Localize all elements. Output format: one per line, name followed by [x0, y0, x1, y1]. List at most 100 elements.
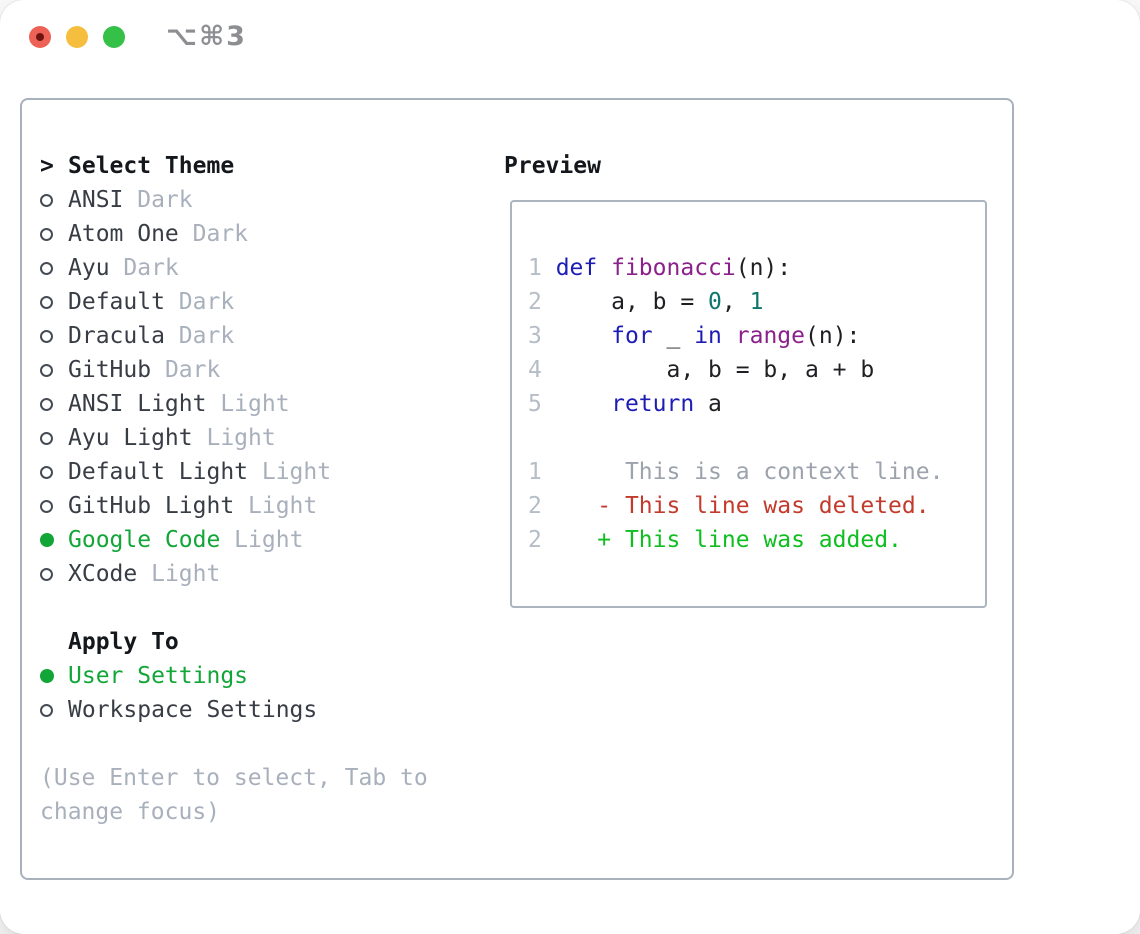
radio-icon [40, 363, 68, 377]
theme-variant-tag: Light [220, 527, 304, 553]
diff-indent [542, 493, 597, 519]
theme-name: Default [68, 289, 165, 315]
unsaved-indicator-dot [36, 33, 44, 41]
line-number: 2 [528, 289, 556, 315]
close-button[interactable] [29, 26, 51, 48]
line-number: 4 [528, 357, 556, 383]
code-token: a [694, 391, 722, 417]
apply-option-label: Workspace Settings [68, 697, 318, 723]
line-number: 2 [528, 527, 542, 553]
diff-line-added: 2 + This line was added. [528, 523, 985, 557]
theme-item-google-code[interactable]: Google Code Light [40, 523, 428, 557]
code-token [597, 255, 611, 281]
code-token: a, b = [555, 289, 709, 315]
radio-icon [40, 499, 68, 513]
code-token: (n): [805, 323, 861, 349]
code-token [556, 323, 611, 349]
code-token: _ [652, 323, 695, 349]
zoom-button[interactable] [103, 26, 125, 48]
theme-item-dracula[interactable]: Dracula Dark [40, 319, 428, 353]
theme-name: ANSI Light [68, 391, 207, 417]
theme-item-ayu[interactable]: Ayu Dark [40, 251, 428, 285]
apply-to-heading: Apply To [68, 629, 179, 655]
code-line: 3 for _ in range(n): [528, 319, 985, 353]
theme-item-ayu-light[interactable]: Ayu Light Light [40, 421, 428, 455]
theme-item-atom-one[interactable]: Atom One Dark [40, 217, 428, 251]
line-number: 3 [528, 323, 556, 349]
theme-item-ansi-light[interactable]: ANSI Light Light [40, 387, 428, 421]
theme-name: GitHub Light [68, 493, 235, 519]
minimize-button[interactable] [66, 26, 88, 48]
theme-item-ansi[interactable]: ANSI Dark [40, 183, 428, 217]
spacer-row [40, 727, 428, 761]
code-token: return [611, 391, 695, 417]
radio-icon [40, 261, 68, 275]
theme-variant-tag: Dark [178, 221, 249, 247]
radio-icon [40, 397, 68, 411]
line-number: 2 [528, 493, 542, 519]
theme-variant-tag: Dark [164, 289, 235, 315]
spacer-row [40, 591, 428, 625]
radio-selected-icon [40, 533, 68, 547]
diff-line-deleted: 2 - This line was deleted. [528, 489, 985, 523]
theme-variant-tag: Dark [151, 357, 221, 383]
code-token: 0 [708, 289, 722, 315]
window-title: ⌥⌘3 [166, 21, 247, 52]
help-text-line: change focus) [40, 799, 221, 825]
radio-icon [40, 227, 68, 241]
code-token: a, b = b, a + b [555, 357, 875, 383]
radio-icon [40, 567, 68, 581]
radio-icon [40, 193, 68, 207]
line-number: 1 [528, 255, 556, 281]
code-line: 4 a, b = b, a + b [528, 353, 985, 387]
diff-text: This is a context line. [597, 459, 944, 485]
code-token: def [555, 255, 598, 281]
theme-name: GitHub [68, 357, 152, 383]
code-token [722, 323, 736, 349]
theme-variant-tag: Light [234, 493, 318, 519]
diff-text: + This line was added. [597, 527, 902, 553]
apply-option-workspace-settings[interactable]: Workspace Settings [40, 693, 428, 727]
theme-item-github[interactable]: GitHub Dark [40, 353, 428, 387]
theme-name: Atom One [68, 221, 179, 247]
radio-icon [40, 465, 68, 479]
apply-option-label: User Settings [68, 663, 249, 689]
diff-text: - This line was deleted. [597, 493, 930, 519]
code-line: 1 def fibonacci(n): [528, 251, 985, 285]
line-number: 5 [528, 391, 556, 417]
code-token: (n): [735, 255, 792, 281]
theme-variant-tag: Dark [109, 255, 179, 281]
blank-line [528, 421, 985, 455]
theme-variant-tag: Light [137, 561, 221, 587]
line-number: 1 [528, 459, 542, 485]
code-line: 5 return a [528, 387, 985, 421]
theme-variant-tag: Light [192, 425, 276, 451]
apply-option-user-settings[interactable]: User Settings [40, 659, 428, 693]
theme-item-default-light[interactable]: Default Light Light [40, 455, 428, 489]
focus-caret-icon: > [40, 153, 54, 179]
theme-name: Dracula [68, 323, 165, 349]
theme-name: Default Light [68, 459, 249, 485]
help-text-line: (Use Enter to select, Tab to [40, 765, 428, 791]
radio-icon [40, 431, 68, 445]
theme-item-github-light[interactable]: GitHub Light Light [40, 489, 428, 523]
code-token: in [694, 323, 722, 349]
theme-name: ANSI [68, 187, 124, 213]
diff-indent [542, 527, 597, 553]
theme-item-xcode[interactable]: XCode Light [40, 557, 428, 591]
theme-variant-tag: Light [248, 459, 332, 485]
theme-variant-tag: Dark [123, 187, 193, 213]
radio-icon [40, 295, 68, 309]
theme-item-default[interactable]: Default Dark [40, 285, 428, 319]
code-line: 2 a, b = 0, 1 [528, 285, 985, 319]
code-token: 1 [749, 289, 764, 315]
theme-name: XCode [68, 561, 138, 587]
preview-heading: Preview [504, 153, 601, 179]
theme-variant-tag: Dark [164, 323, 235, 349]
code-token: , [721, 289, 750, 315]
radio-icon [40, 703, 68, 717]
